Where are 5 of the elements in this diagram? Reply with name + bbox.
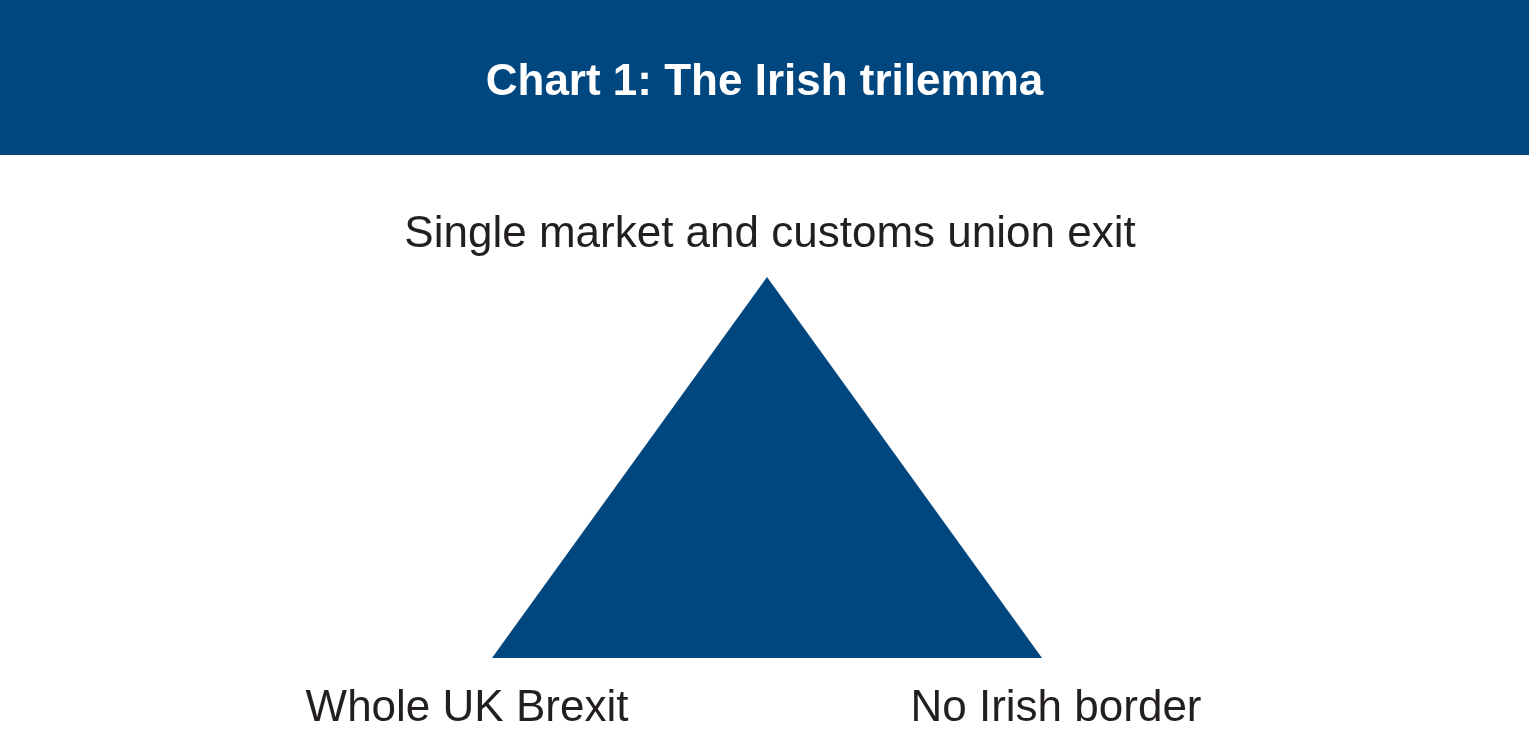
triangle: [492, 277, 1042, 658]
corner-label: Single market and customs union exit: [404, 206, 1136, 258]
corner-label: No Irish border: [910, 680, 1202, 732]
chart-title: Chart 1: The Irish trilemma: [484, 54, 1045, 106]
corner-label: Whole UK Brexit: [305, 680, 629, 732]
